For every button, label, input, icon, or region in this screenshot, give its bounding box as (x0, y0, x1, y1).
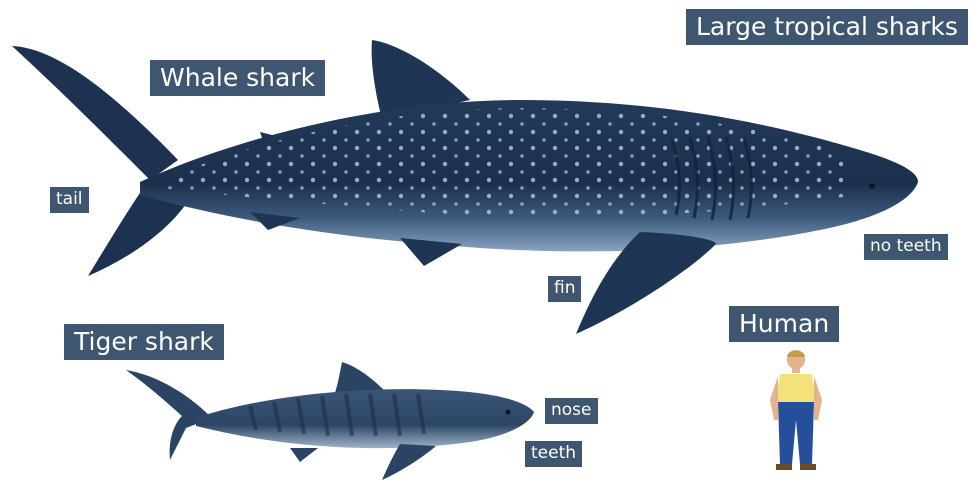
human-hair (787, 350, 805, 357)
whale-shark-illustration (12, 40, 918, 334)
tiger-eye (506, 410, 511, 415)
tiger-pelvic-fin (290, 448, 318, 462)
whale-eye (869, 183, 875, 189)
teeth-label: teeth (525, 441, 582, 467)
human-neck (792, 368, 800, 373)
tiger-tail (126, 370, 212, 460)
whale-shark-label: Whale shark (150, 60, 325, 96)
human-left-shoe (776, 464, 792, 470)
tiger-shark-illustration (126, 362, 534, 480)
tiger-shark-label: Tiger shark (64, 324, 224, 360)
human-left-arm (770, 376, 778, 420)
tiger-body (196, 389, 534, 448)
human-label: Human (729, 306, 839, 342)
fin-label: fin (548, 276, 581, 302)
human-illustration (770, 350, 822, 470)
tiger-pectoral-fin (382, 444, 436, 480)
no-teeth-label: no teeth (864, 234, 948, 260)
human-right-arm (814, 376, 822, 420)
title-label: Large tropical sharks (686, 9, 968, 45)
human-pants (778, 402, 814, 464)
nose-label: nose (545, 398, 598, 424)
tail-label: tail (50, 187, 89, 213)
human-shirt (776, 374, 816, 402)
human-right-shoe (800, 464, 816, 470)
